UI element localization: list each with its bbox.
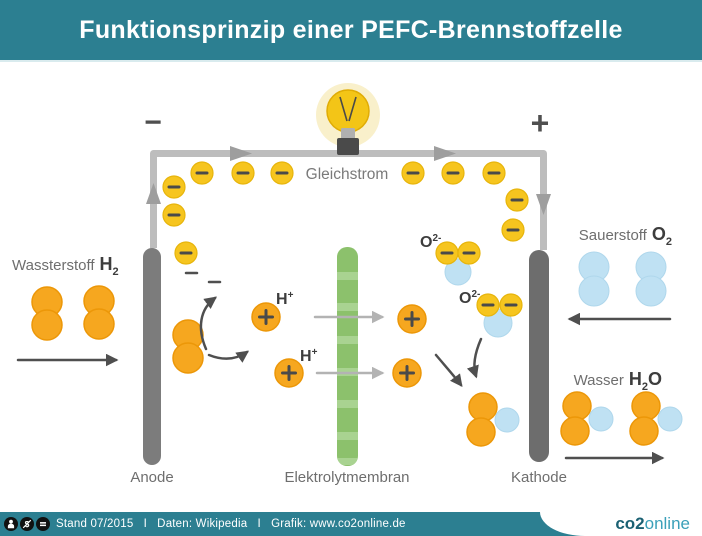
oxygen-ion <box>444 258 472 286</box>
electron <box>434 240 460 266</box>
electron <box>161 202 187 228</box>
electron <box>189 160 215 186</box>
electron <box>500 217 526 243</box>
electron <box>400 160 426 186</box>
page-title: Funktionsprinzip einer PEFC-Brennstoffze… <box>79 15 623 44</box>
cc-nd-icon <box>36 517 50 531</box>
h-ion <box>273 357 305 389</box>
h-ion <box>250 301 282 333</box>
license-icons: $ <box>4 517 50 531</box>
logo-online: online <box>644 514 690 533</box>
o-ion-label: O2- <box>459 289 480 307</box>
electrolyte-membrane <box>337 247 358 466</box>
water-molecule <box>629 391 683 446</box>
anode-bar <box>143 248 161 465</box>
water-molecule <box>466 392 520 447</box>
o2-molecule <box>578 251 610 307</box>
water-formation-arrow <box>434 353 463 387</box>
cathode-label: Kathode <box>511 469 567 486</box>
h2-molecule <box>31 286 63 341</box>
h-ion <box>396 303 428 335</box>
fuel-cell-diagram: − + Gleichstrom <box>12 83 683 486</box>
electron <box>173 240 199 266</box>
h-ion-label: H+ <box>276 290 294 308</box>
electron <box>504 187 530 213</box>
h2-molecule-at-anode <box>172 319 204 374</box>
light-bulb-icon <box>316 83 380 155</box>
water-formation-arrow <box>466 337 483 379</box>
wire-current-arrows <box>146 146 551 215</box>
electron <box>161 174 187 200</box>
h2-molecule <box>83 285 115 340</box>
electron <box>475 292 501 318</box>
minus-terminal: − <box>144 106 162 139</box>
credit-line: Stand 07/2015 I Daten: Wikipedia I Grafi… <box>56 518 406 530</box>
electron <box>269 160 295 186</box>
proton-release-arrow <box>207 350 250 363</box>
anode-label: Anode <box>130 469 173 486</box>
cc-nc-icon: $ <box>20 517 34 531</box>
o-ion-label: O2- <box>420 233 441 251</box>
h-ion-label: H+ <box>300 347 318 365</box>
logo-co2: co2 <box>615 514 645 533</box>
electron <box>230 160 256 186</box>
released-electron-signs <box>184 271 222 284</box>
electron-release-arrow <box>199 296 218 351</box>
electron <box>498 292 524 318</box>
header-bar: Funktionsprinzip einer PEFC-Brennstoffze… <box>0 0 702 62</box>
electron <box>456 240 482 266</box>
current-label: Gleichstrom <box>306 166 389 183</box>
cathode-bar <box>529 250 549 462</box>
cc-by-icon <box>4 517 18 531</box>
water-molecule <box>560 391 614 446</box>
membrane-label: Elektrolytmembran <box>284 469 409 486</box>
o2-molecule <box>635 251 667 307</box>
plus-terminal: + <box>531 105 550 141</box>
footer-bar: $ Stand 07/2015 I Daten: Wikipedia I Gra… <box>0 512 702 536</box>
electron <box>481 160 507 186</box>
h-ion <box>391 357 423 389</box>
electron <box>440 160 466 186</box>
